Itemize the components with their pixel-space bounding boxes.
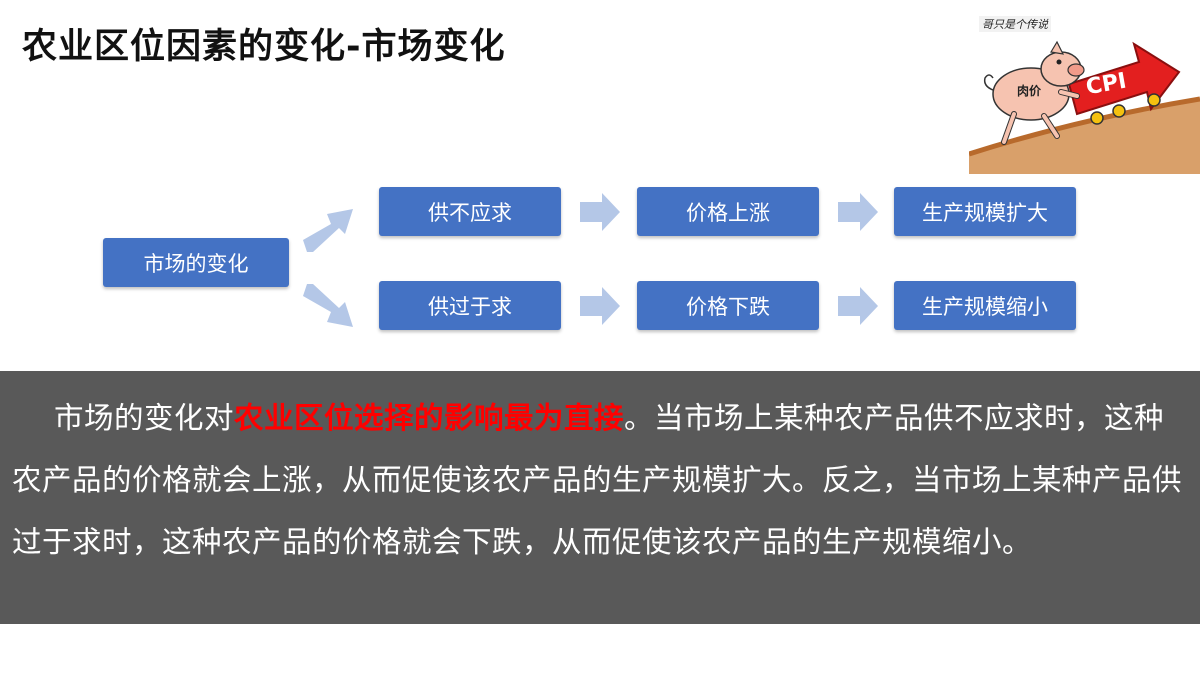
arrow-right-icon (838, 193, 878, 231)
cpi-pig-illustration: 哥只是个传说 CPI 肉价 (969, 14, 1200, 174)
box-price-fall: 价格下跌 (637, 281, 819, 330)
box-price-rise: 价格上涨 (637, 187, 819, 236)
paragraph-highlight: 农业区位选择的影响最为直接 (234, 401, 625, 435)
box-supply-less-than-demand: 供不应求 (379, 187, 561, 236)
illustration-caption: 哥只是个传说 (979, 16, 1051, 32)
explanation-panel: 市场的变化对农业区位选择的影响最为直接。当市场上某种农产品供不应求时，这种农产品… (0, 371, 1200, 624)
box-production-shrink: 生产规模缩小 (894, 281, 1076, 330)
box-supply-exceeds-demand: 供过于求 (379, 281, 561, 330)
box-production-expand: 生产规模扩大 (894, 187, 1076, 236)
root-box-market-change: 市场的变化 (103, 238, 289, 287)
arrow-right-icon (838, 287, 878, 325)
explanation-paragraph: 市场的变化对农业区位选择的影响最为直接。当市场上某种农产品供不应求时，这种农产品… (12, 387, 1190, 573)
arrow-right-icon (580, 287, 620, 325)
page-title: 农业区位因素的变化-市场变化 (22, 27, 506, 67)
paragraph-part2: 。当市场上某种农产品供不应求时，这种农产品的价格就会上涨，从而促使该农产品的生产… (12, 401, 1183, 559)
meat-price-label: 肉价 (1017, 84, 1042, 98)
arrow-down-right-icon (303, 284, 353, 327)
arrow-up-right-icon (303, 209, 353, 252)
paragraph-part1: 市场的变化对 (54, 401, 235, 435)
arrow-right-icon (580, 193, 620, 231)
